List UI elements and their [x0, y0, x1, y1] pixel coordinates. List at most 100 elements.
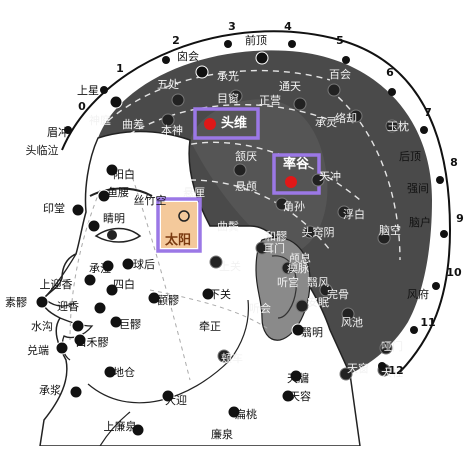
acupoint-label-tianrong: 天容	[289, 389, 311, 403]
acupoint-dot-juliao	[109, 315, 123, 329]
acupoint-label-baihui: 百会	[329, 68, 351, 81]
arc-number: 3	[228, 20, 236, 33]
acupoint-label-quanliao: 颧髎	[157, 294, 179, 307]
acupoint-dot-shanglianquan	[131, 423, 145, 437]
arc-tick-dot	[420, 126, 428, 134]
acupoint-dot-wuchu	[171, 93, 185, 107]
acupoint-dot-tongtian	[293, 97, 307, 111]
arc-tick-dot	[410, 326, 418, 334]
acupoint-dot-dicang	[103, 365, 117, 379]
acupoint-label-tongtian: 通天	[279, 80, 301, 93]
acupoint-label-meichong: 眉冲	[47, 125, 69, 139]
acupoint-label-shangxing: 上星	[77, 84, 99, 97]
highlight-dot-touwei	[204, 118, 216, 130]
acupoint-dot-shangguan	[209, 255, 223, 269]
acupoint-label-daying: 大迎	[165, 393, 187, 407]
acupoint-label-luxi: 颅息	[289, 251, 311, 265]
acupoint-dot-jingming	[87, 219, 101, 233]
acupoint-label-shousuo: 瘈脉	[287, 261, 309, 275]
acupoint-dot-luoque	[349, 109, 363, 123]
arc-number: 1	[116, 62, 124, 75]
measure-arc	[61, 30, 452, 373]
acupoint-dot-touqiaoyin	[303, 225, 317, 239]
acupoint-label-yuyao: 鱼腰	[107, 185, 129, 199]
acupoint-label-qianding: 前顶	[245, 33, 267, 47]
acupoint-dot-quanliao	[147, 291, 161, 305]
acupoint-label-qiuhou: 球后	[133, 257, 155, 271]
acupoint-label-biantao: 扁桃	[235, 407, 257, 421]
arc-tick-dot	[388, 88, 396, 96]
acupoint-dot-fubai	[337, 205, 351, 219]
acupoint-label-tianchuang: 天窗	[347, 361, 369, 375]
taiyang-fill	[161, 202, 197, 248]
acupoint-label-touqiaoyin: 头窍阴	[302, 225, 335, 239]
acupoint-label-jiache: 颊车	[221, 351, 243, 365]
acupoint-label-xuanli: 悬厘	[183, 186, 205, 199]
meridian-lines	[99, 69, 401, 261]
acupoint-label-suliao: 素髎	[5, 296, 27, 309]
eye	[94, 227, 142, 243]
arc-tick-dot	[64, 126, 72, 134]
arc-number: 10	[446, 266, 462, 279]
acupoint-label-shuigou: 水沟	[31, 320, 53, 333]
neck-front	[99, 411, 131, 447]
acupoint-label-xiaguan: 下关	[209, 287, 231, 301]
acupoint-dot-biantao	[227, 405, 241, 419]
arc-number: 12	[388, 364, 403, 377]
ear-inner	[271, 255, 297, 319]
arc-tick-dot	[378, 362, 386, 370]
acupoint-dot-yangbai	[105, 163, 119, 177]
acupoint-label-yuzhen: 玉枕	[387, 119, 409, 133]
acupoint-dot-jiache	[217, 349, 231, 363]
acupoint-dot-tianrong	[281, 389, 295, 403]
arc-number: 2	[172, 34, 180, 47]
acupoint-label-xinhui: 囟会	[177, 50, 199, 63]
arc-number: 5	[336, 34, 344, 47]
acupoint-dot-qianding	[255, 51, 269, 65]
acupoint-dot-daying	[161, 389, 175, 403]
arc-tick-dot	[432, 282, 440, 290]
arc-number: 8	[450, 156, 458, 169]
acupoint-label-yangbai: 阳白	[113, 167, 135, 181]
acupoint-label-benshen: 本神	[161, 123, 183, 137]
acupoint-label-fengfu: 风府	[407, 287, 429, 301]
arc-tick-dot	[288, 40, 296, 48]
acupoint-dot-kouheliao	[73, 333, 87, 347]
acupoint-label-muchuang: 目窗	[217, 91, 239, 105]
acupoint-dot-suliao	[35, 295, 49, 309]
acupoint-label-chengling: 承灵	[315, 116, 337, 129]
acupoint-dot-naokong	[377, 231, 391, 245]
eye-pupil	[107, 230, 117, 240]
acupoint-label-shenting: 神庭	[89, 113, 111, 127]
acupoint-dot-baihui	[327, 83, 341, 97]
highlight-label-shuaigu: 率谷	[283, 156, 310, 172]
jaw-line	[87, 299, 250, 404]
acupoint-label-qubin: 曲鬓	[217, 220, 239, 233]
acupoint-dot-yintang	[71, 203, 85, 217]
acupoint-label-tianchong: 天冲	[319, 169, 341, 183]
acupoint-dot-qiuhou	[121, 257, 135, 271]
acupoint-label-zhengying: 正营	[259, 93, 281, 107]
arc-tick-dot	[100, 86, 108, 94]
arc-number: 11	[420, 316, 435, 329]
acupoint-dot-hanyan	[233, 163, 247, 177]
face-guide-lines	[69, 169, 271, 381]
acupoint-label-juliao: 巨髎	[119, 318, 141, 331]
acupoint-label-wangu: 完骨	[327, 287, 349, 301]
acupoint-label-chengqi: 承泣	[89, 261, 111, 275]
acupoint-labels: 神庭曲差五处承光通天络却玉枕百会前顶囟会上星眉冲头临泣本神目窗正营承灵颔厌天冲悬…	[5, 33, 431, 441]
acupoint-label-yiming: 翳明	[301, 326, 323, 339]
acupoint-dot-sibai	[105, 283, 119, 297]
highlight-dot-shuaigu	[285, 176, 297, 188]
acupoint-dot-yamen	[379, 341, 393, 355]
eyebrow	[89, 187, 153, 197]
acupoint-label-chengguang: 承光	[217, 69, 239, 83]
acupoint-label-shanglianquan: 上廉泉	[104, 419, 137, 433]
acupoint-dot-tianchong	[311, 173, 325, 187]
acupoint-dot-shuigou	[71, 319, 85, 333]
acupoint-dot-anmian	[295, 299, 309, 313]
acupoint-label-chengjiang: 承浆	[39, 383, 61, 397]
acupoint-label-duiduan: 兑端	[27, 343, 49, 357]
acupoint-label-luoque: 络却	[335, 111, 357, 125]
